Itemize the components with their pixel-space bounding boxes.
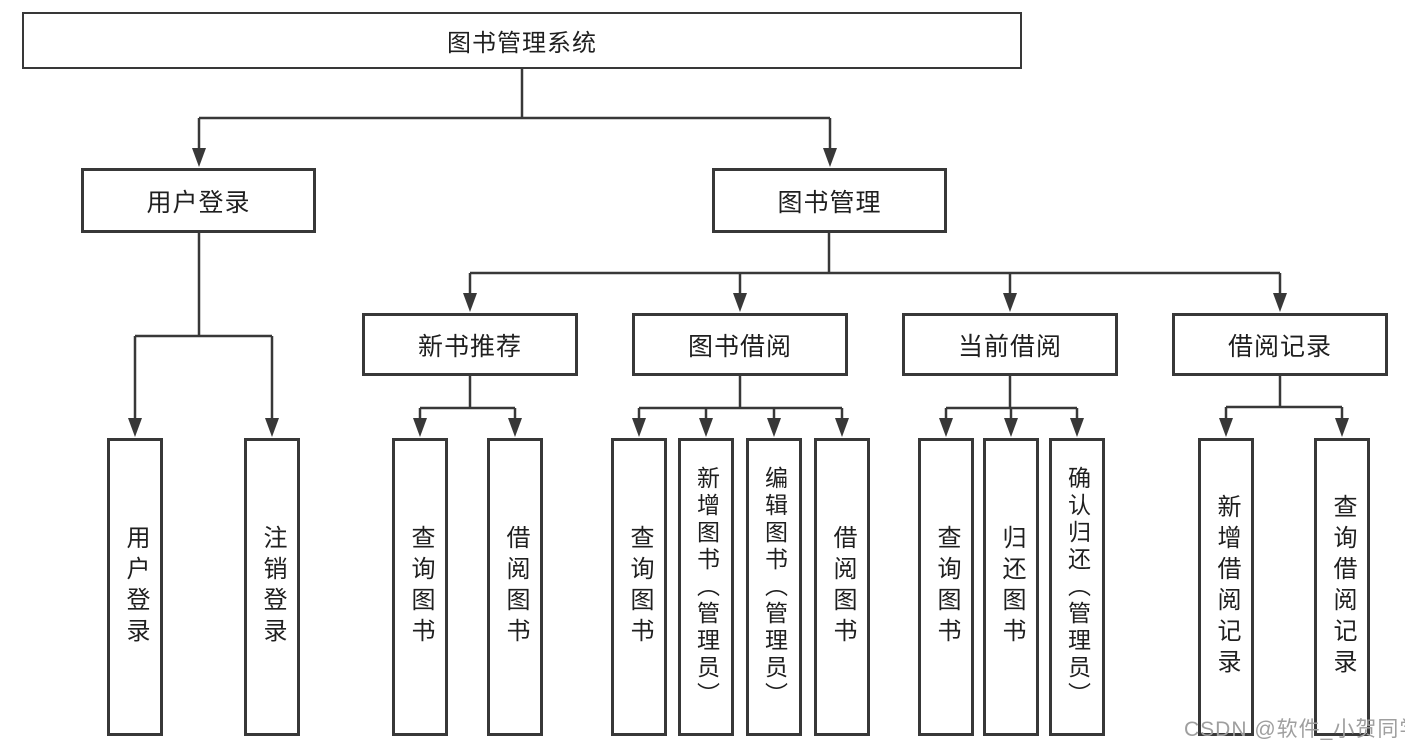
node-label: 图书借阅: [687, 332, 792, 361]
leaf-user-login: 用户登录: [107, 438, 163, 736]
leaf-query-borrow-record: 查询借阅记录: [1314, 438, 1370, 736]
leaf-add-books-admin: 新增图书（管理员）: [678, 438, 734, 736]
leaf-label: 查询图书: [407, 525, 434, 649]
node-borrow-record: 借阅记录: [1172, 313, 1388, 376]
node-current-borrow: 当前借阅: [902, 313, 1118, 376]
leaf-query-books-newbook: 查询图书: [392, 438, 448, 736]
leaf-label: 编辑图书（管理员）: [761, 465, 788, 709]
leaf-label: 新增借阅记录: [1213, 494, 1240, 680]
leaf-label: 确认归还（管理员）: [1064, 465, 1091, 709]
leaf-edit-books-admin: 编辑图书（管理员）: [746, 438, 802, 736]
leaf-borrow-books: 借阅图书: [814, 438, 870, 736]
node-book-borrow: 图书借阅: [632, 313, 848, 376]
leaf-label: 新增图书（管理员）: [693, 465, 720, 709]
node-label: 用户登录: [146, 188, 251, 217]
node-new-book-recommend: 新书推荐: [362, 313, 578, 376]
leaf-label: 借阅图书: [829, 525, 856, 649]
node-library-management-system: 图书管理系统: [22, 12, 1022, 69]
leaf-return-books: 归还图书: [983, 438, 1039, 736]
node-user-login: 用户登录: [81, 168, 316, 233]
node-label: 新书推荐: [417, 332, 522, 361]
leaf-label: 查询图书: [933, 525, 960, 649]
leaf-query-books-borrow: 查询图书: [611, 438, 667, 736]
leaf-confirm-return-admin: 确认归还（管理员）: [1049, 438, 1105, 736]
leaf-label: 归还图书: [998, 525, 1025, 649]
node-label: 图书管理: [777, 188, 882, 217]
node-label: 图书管理系统: [447, 30, 597, 57]
leaf-label: 借阅图书: [502, 525, 529, 649]
leaf-borrow-books-newbook: 借阅图书: [487, 438, 543, 736]
leaf-add-borrow-record: 新增借阅记录: [1198, 438, 1254, 736]
leaf-label: 用户登录: [122, 525, 149, 649]
leaf-logout: 注销登录: [244, 438, 300, 736]
arrowhead-icons: [128, 148, 1349, 437]
csdn-watermark: CSDN @软件_小贺同学: [1184, 718, 1405, 741]
node-book-management: 图书管理: [712, 168, 947, 233]
node-label: 借阅记录: [1227, 332, 1332, 361]
leaf-query-books-current: 查询图书: [918, 438, 974, 736]
leaf-label: 注销登录: [259, 525, 286, 649]
leaf-label: 查询借阅记录: [1329, 494, 1356, 680]
node-label: 当前借阅: [957, 332, 1062, 361]
leaf-label: 查询图书: [626, 525, 653, 649]
